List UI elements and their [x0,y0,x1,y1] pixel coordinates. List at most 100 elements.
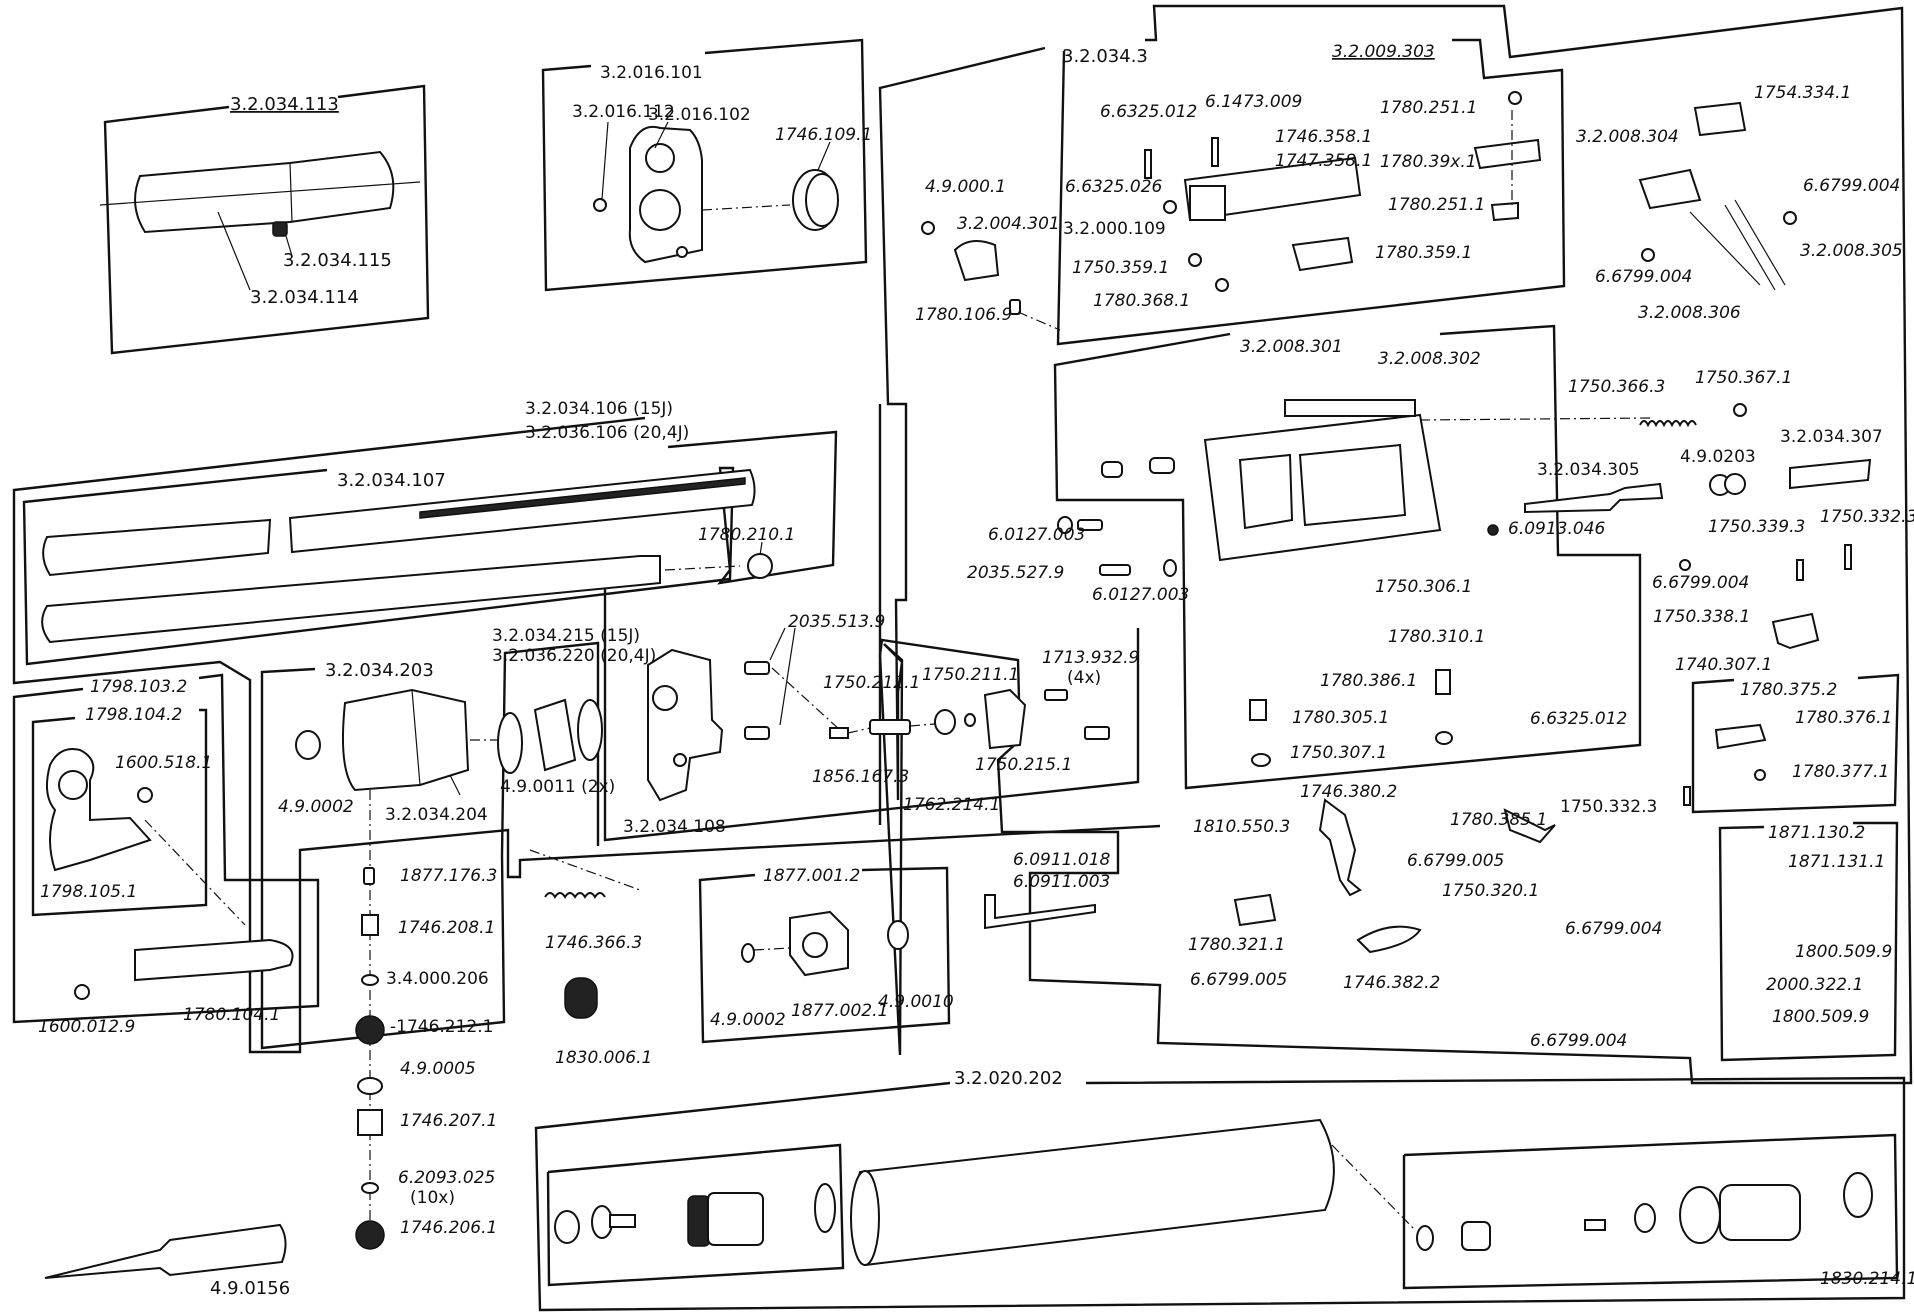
label-6-2093-025: 6.2093.025 [398,1168,495,1188]
label-6-6799-004-a: 6.6799.004 [1803,176,1900,196]
label-6-0911-003: 6.0911.003 [1013,872,1110,892]
label-6-6799-005-a: 6.6799.005 [1407,851,1504,871]
label-1746-382-2: 1746.382.2 [1343,973,1440,993]
label-1780-386-1: 1780.386.1 [1320,671,1417,691]
label-1780-305-1: 1780.305.1 [1292,708,1389,728]
label-1750-307-1: 1750.307.1 [1290,743,1387,763]
label-3-2-034-305: 3.2.034.305 [1537,460,1640,480]
frame-cylinder-left [546,1143,845,1287]
label-4-9-0156: 4.9.0156 [210,1278,290,1299]
label-3-2-034-108: 3.2.034.108 [623,817,726,837]
label-6-6799-004-c: 6.6799.004 [1652,573,1749,593]
frame-3-2-008-301 [1053,324,1642,790]
label-1780-359-1: 1780.359.1 [1375,243,1472,263]
label-6-6799-004-e: 6.6799.004 [1530,1031,1627,1051]
label-1780-251-1-bottom: 1780.251.1 [1388,195,1485,215]
group-label-3-2-008-301: 3.2.008.301 [1240,337,1343,357]
label-1600-012-9: 1600.012.9 [38,1017,135,1037]
group-label-3-2-036-106: 3.2.036.106 (20,4J) [525,423,689,443]
label-4x: (4x) [1067,668,1101,688]
label-2035-527-9: 2035.527.9 [967,563,1064,583]
label-1810-550-3: 1810.550.3 [1193,817,1290,837]
frame-action [603,584,1140,842]
label-3-2-008-305: 3.2.008.305 [1800,241,1903,261]
label-3-2-008-304: 3.2.008.304 [1576,127,1679,147]
label-1750-366-3: 1750.366.3 [1568,377,1665,397]
label-1750-306-1: 1750.306.1 [1375,577,1472,597]
label-1746-208-1: 1746.208.1 [398,918,495,938]
label-1780-368-1: 1780.368.1 [1093,291,1190,311]
receiver-part [1057,399,1872,577]
label-1830-214-1: 1830.214.1 [1820,1269,1914,1289]
label-1750-338-1: 1750.338.1 [1653,607,1750,627]
label-1746-358-1: 1746.358.1 [1275,127,1372,147]
group-frames [12,4,1913,1312]
nut-1877-part [741,910,909,977]
label-1780-210-1: 1780.210.1 [698,525,795,545]
label-1750-359-1: 1750.359.1 [1072,258,1169,278]
group-label-3-2-034-113: 3.2.034.113 [230,94,339,115]
label-2000-322-1: 2000.322.1 [1766,975,1863,995]
part-labels: 3.2.034.115 3.2.034.114 3.2.016.112 3.2.… [38,83,1914,1299]
label-3-2-036-220: 3.2.036.220 (20,4J) [492,646,656,666]
air-cylinder-part [554,1118,1873,1267]
label-6-6799-005-b: 6.6799.005 [1190,970,1287,990]
label-1877-176-3: 1877.176.3 [400,866,497,886]
barrel-part [41,468,773,644]
label-3-2-034-115: 3.2.034.115 [283,250,392,271]
label-1746-206-1: 1746.206.1 [400,1218,497,1238]
label-1798-105-1: 1798.105.1 [40,882,137,902]
label-3-4-000-206: 3.4.000.206 [386,969,489,989]
sear-parts [1233,669,1556,954]
bolt-assembly-part [921,91,1542,331]
label-4-9-0002-b: 4.9.0002 [710,1010,786,1030]
label-3-2-016-112: 3.2.016.112 [572,102,675,122]
label-3-2-008-302: 3.2.008.302 [1378,349,1481,369]
group-label-1798-104-2: 1798.104.2 [85,705,182,725]
frame-3-2-020-202 [534,1076,1906,1312]
frame-1780-375-2 [1691,673,1900,814]
label-1871-131-1: 1871.131.1 [1788,852,1885,872]
label-1746-380-2: 1746.380.2 [1300,782,1397,802]
frame-1877-001-2 [698,866,951,1044]
hex-housing-part [295,688,603,796]
frame-1871-130-2 [1718,821,1899,1062]
valve-stack-part [355,790,385,1250]
label-1780-251-1-top: 1780.251.1 [1380,98,1477,118]
label-1780-385-1: 1780.385.1 [1450,810,1547,830]
label-6-6325-012-b: 6.6325.012 [1530,709,1627,729]
frame-3-2-034-113 [103,84,430,355]
label-1780-104-1: 1780.104.1 [183,1005,280,1025]
label-3-2-004-301: 3.2.004.301 [957,214,1060,234]
group-label-3-2-034-203: 3.2.034.203 [325,660,434,681]
label-1800-509-9-a: 1800.509.9 [1795,942,1892,962]
sight-part [45,748,294,1000]
trigger-part [1679,544,1852,806]
group-label-3-2-034-107: 3.2.034.107 [337,470,446,491]
label-1746-207-1: 1746.207.1 [400,1111,497,1131]
frame-3-2-034-203 [260,641,600,1050]
group-label-3-2-034-106: 3.2.034.106 (15J) [525,399,673,419]
label-1830-006-1: 1830.006.1 [555,1048,652,1068]
label-6-6325-026: 6.6325.026 [1065,177,1163,197]
label-1713-932-9: 1713.932.9 [1042,648,1139,668]
label-4-9-0203: 4.9.0203 [1680,447,1756,467]
group-label-3-2-016-101: 3.2.016.101 [600,63,703,83]
label-1746-212-1: -1746.212.1 [390,1017,493,1037]
label-6-6799-004-b: 6.6799.004 [1595,267,1692,287]
label-1750-215-1: 1750.215.1 [975,755,1072,775]
label-10x: (10x) [410,1188,455,1208]
label-1750-332-3-bottom: 1750.332.3 [1560,797,1657,817]
label-1754-334-1: 1754.334.1 [1754,83,1851,103]
label-1780-321-1: 1780.321.1 [1188,935,1285,955]
block-3-2-016-102-part [593,121,839,264]
group-label-3-2-034-3: 3.2.034.3 [1062,46,1148,67]
label-1877-002-1: 1877.002.1 [791,1001,888,1021]
frame-1798-103-2 [12,673,320,1024]
trigger-guard-parts [1638,101,1797,291]
cylinder-handle-part [99,150,421,291]
label-1780-106-9: 1780.106.9 [915,305,1012,325]
label-6-6799-004-d: 6.6799.004 [1565,919,1662,939]
label-1746-366-3: 1746.366.3 [545,933,642,953]
